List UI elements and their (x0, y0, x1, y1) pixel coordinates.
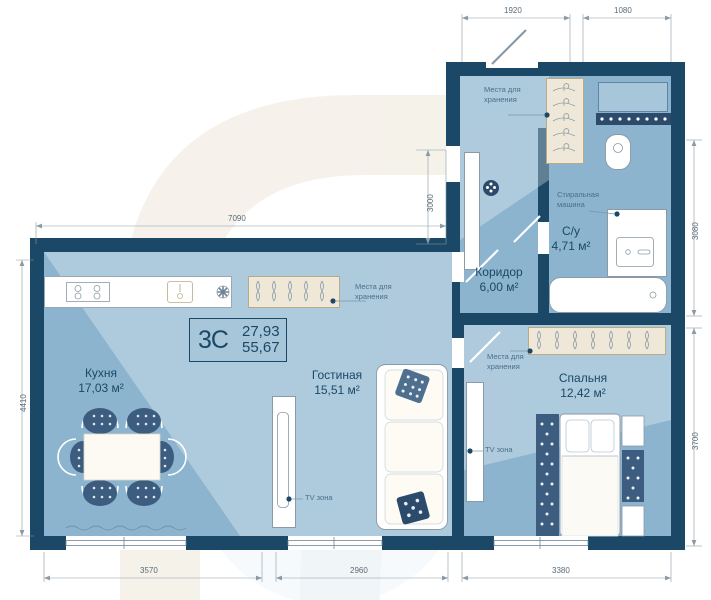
bedroom-name: Спальня (558, 371, 608, 385)
storage-kitchen-wardrobe (248, 276, 340, 308)
storage-kitchen-label: Места для хранения (355, 282, 392, 302)
door-opening-hall (446, 146, 460, 182)
storage-hall-line2: хранения (484, 94, 517, 104)
wall-living-bedroom (452, 252, 464, 550)
storage-kitchen-line1: Места для (355, 282, 392, 291)
bedroom-area: 12,42 м² (560, 386, 606, 400)
tv-unit (272, 396, 296, 528)
leader-storage-hall (508, 112, 550, 118)
kitchen-area: 17,03 м² (78, 381, 124, 395)
storage-bedroom-label: Места для хранения (487, 352, 524, 372)
kitchen-name: Кухня (84, 366, 118, 380)
dim-top-1080: 1080 (614, 6, 632, 15)
corridor-name: Коридор (475, 265, 523, 279)
storage-bedroom-line2: хранения (487, 361, 520, 371)
room-label-living: Гостиная 15,51 м² (282, 368, 392, 398)
dim-top-1920: 1920 (504, 6, 522, 15)
badge-area-total: 55,67 (242, 339, 280, 356)
window-kitchen (65, 536, 187, 550)
room-label-corridor: Коридор 6,00 м² (444, 265, 554, 295)
storage-kitchen-line2: хранения (355, 291, 388, 301)
storage-hall-wardrobe (546, 78, 584, 164)
hanger-icons-kitchen (256, 280, 324, 302)
corridor-cabinet (464, 152, 480, 270)
sink-icon (167, 281, 193, 303)
leader-storage-kitchen (330, 298, 366, 304)
wall-top-kitchen (30, 238, 460, 252)
wall-left-outer (30, 238, 44, 550)
dining-table-icon (57, 408, 187, 506)
dim-3380: 3380 (552, 566, 570, 575)
dim-4410: 4410 (19, 394, 28, 412)
window-bedroom (493, 536, 589, 550)
bathroom-area: 4,71 м² (551, 239, 591, 253)
storage-bedroom-line1: Места для (487, 352, 524, 361)
leader-tv-zone-living (286, 496, 303, 502)
door-opening-living (452, 252, 464, 282)
dim-3000: 3000 (426, 194, 435, 212)
corridor-area: 6,00 м² (479, 280, 519, 294)
stove-icon (66, 282, 110, 302)
dim-7090: 7090 (228, 214, 246, 223)
storage-hall-label: Места для хранения (484, 85, 521, 105)
tv-icon (277, 412, 289, 508)
toilet-icon (605, 134, 631, 170)
hanger-icons-bedroom (537, 330, 649, 350)
washing-machine-line1: Стиральная (557, 190, 600, 199)
room-hall-top (460, 76, 549, 128)
wall-right-outer (671, 62, 685, 550)
washing-machine-label: Стиральная машина (557, 190, 599, 210)
bathroom-shelf (598, 82, 668, 112)
washbasin-icon (616, 237, 654, 267)
bed-icon (536, 413, 645, 537)
room-label-bathroom: С/у 4,71 м² (531, 224, 611, 254)
door-opening-bath (538, 222, 549, 254)
room-label-bedroom: Спальня 12,42 м² (528, 371, 638, 401)
storage-hall-line1: Места для (484, 85, 521, 94)
bathtub-icon (549, 277, 667, 313)
sofa-icon (376, 364, 448, 530)
apartment-type-badge: 3С 27,93 55,67 (189, 318, 287, 362)
bathroom-tile-strip (596, 113, 671, 125)
bathroom-name: С/у (562, 224, 580, 238)
tv-zone-bedroom-label: TV зона (485, 445, 513, 454)
door-entrance (486, 29, 538, 68)
door-bedroom (469, 331, 501, 363)
corridor-plant-icon (483, 180, 499, 196)
appliance-icon (216, 285, 230, 299)
room-label-kitchen: Кухня 17,03 м² (46, 366, 156, 396)
kitchen-counter (44, 276, 232, 308)
radiator-kitchen (65, 525, 187, 531)
hanger-icons-hall (552, 83, 576, 152)
dim-2960: 2960 (350, 566, 368, 575)
dim-3570: 3570 (140, 566, 158, 575)
storage-bedroom-wardrobe (528, 327, 666, 355)
living-name: Гостиная (311, 368, 363, 382)
washing-machine-line2: машина (557, 199, 585, 209)
leader-storage-bedroom (510, 348, 533, 354)
living-area: 15,51 м² (314, 383, 360, 397)
dim-3080: 3080 (691, 222, 700, 240)
badge-type: 3С (198, 326, 229, 354)
window-living (287, 536, 383, 550)
door-bathroom (513, 215, 541, 243)
door-opening-bedroom (452, 338, 464, 368)
leader-tv-zone-bedroom (467, 448, 483, 454)
door-living (465, 249, 499, 283)
dim-3700: 3700 (691, 432, 700, 450)
wall-bath-bottom (464, 313, 671, 325)
bedroom-tv-unit (466, 382, 484, 502)
leader-washing-machine (588, 210, 620, 217)
badge-area-living: 27,93 (242, 323, 280, 340)
tv-zone-living-label: TV зона (305, 493, 333, 502)
